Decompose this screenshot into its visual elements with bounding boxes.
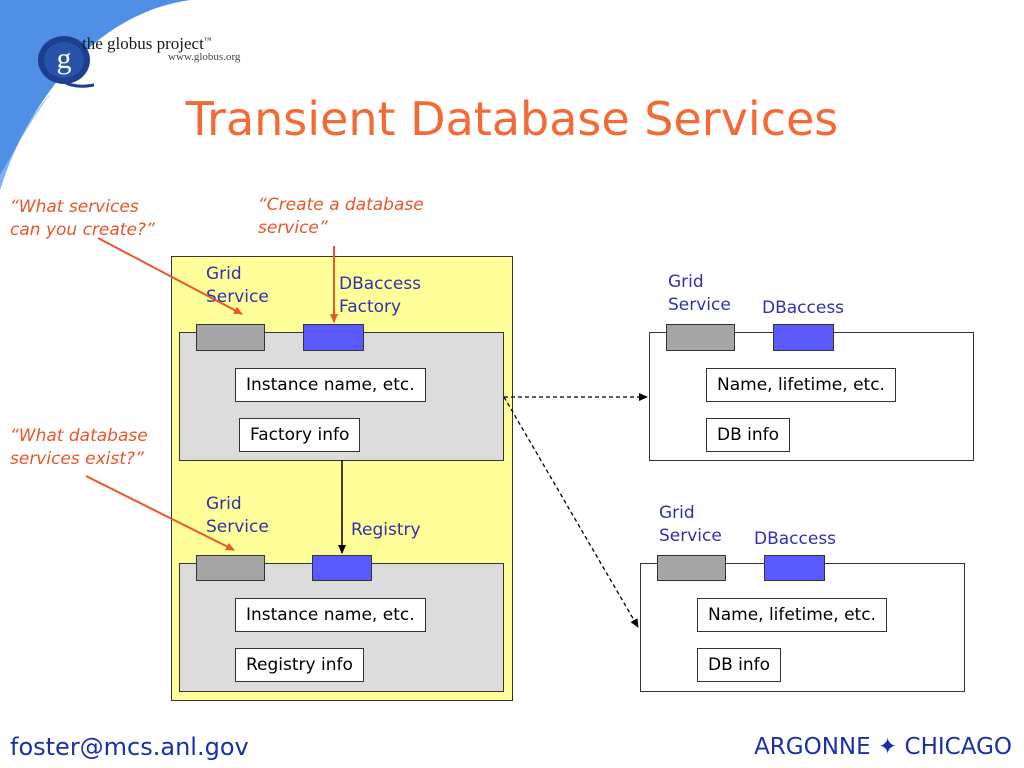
db-service-2-dbaccess-label: DBaccess bbox=[754, 529, 837, 549]
db-service-1-dbaccess-label: DBaccess bbox=[762, 298, 845, 318]
logo-url: www.globus.org bbox=[168, 51, 241, 63]
svg-text:g: g bbox=[57, 42, 72, 75]
factory-grid-service-port bbox=[196, 324, 265, 351]
registry-instance-name-box: Instance name, etc. bbox=[235, 598, 426, 632]
page-title: Transient Database Services bbox=[185, 92, 839, 146]
db-service-2-grid-port bbox=[657, 555, 726, 581]
db-service-2-info-box: DB info bbox=[697, 648, 782, 682]
globus-logo-icon: g bbox=[38, 36, 94, 88]
db-service-1-name-box: Name, lifetime, etc. bbox=[706, 368, 896, 402]
footer-org: ARGONNE ✦ CHICAGO bbox=[754, 734, 1012, 760]
footer-email: foster@mcs.anl.gov bbox=[10, 733, 249, 761]
registry-port bbox=[312, 555, 372, 581]
db-service-1-grid-port bbox=[666, 324, 735, 351]
registry-grid-service-port bbox=[196, 555, 265, 581]
factory-instance-name-box: Instance name, etc. bbox=[235, 368, 426, 402]
db-service-1-dbaccess-port bbox=[773, 324, 834, 351]
db-service-2-name-box: Name, lifetime, etc. bbox=[697, 598, 887, 632]
factory-dbaccess-port bbox=[303, 324, 364, 351]
logo-name: the globus project™ bbox=[82, 34, 212, 53]
registry-info-box: Registry info bbox=[235, 648, 364, 682]
registry-port-label: Registry bbox=[351, 520, 421, 540]
db-service-1-info-box: DB info bbox=[706, 418, 791, 452]
factory-info-box: Factory info bbox=[239, 418, 361, 452]
db-service-2-dbaccess-port bbox=[764, 555, 825, 581]
